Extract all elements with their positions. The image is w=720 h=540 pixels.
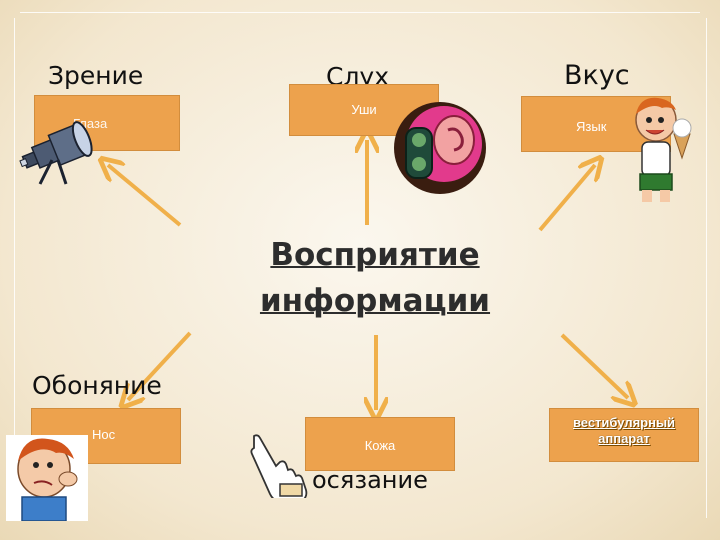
organ-box-vestibular: вестибулярный аппарат	[549, 408, 699, 462]
organ-label-ears: Уши	[351, 102, 377, 117]
organ-label-skin: Кожа	[364, 438, 396, 453]
organ-label-tongue: Язык	[576, 119, 607, 134]
frame-line-right	[706, 18, 707, 518]
boy-ice-cream-icon	[635, 97, 692, 202]
organ-label-vestibular: вестибулярный аппарат	[572, 415, 676, 446]
arrow-to-smell	[128, 331, 192, 400]
organ-label-nose: Нос	[92, 427, 116, 442]
arrow-to-vision	[108, 165, 182, 227]
frame-line-top	[20, 12, 700, 13]
center-title-line2: информации	[259, 283, 491, 319]
sense-title-vision: Зрение	[48, 61, 144, 90]
arrow-to-balance	[560, 333, 628, 398]
frame-line-left	[14, 18, 15, 518]
arrow-to-taste	[538, 165, 595, 232]
organ-box-skin: Кожа	[305, 417, 455, 471]
pointing-hand-icon	[250, 434, 308, 498]
sense-title-smell: Обоняние	[32, 371, 162, 400]
sense-title-touch: осязание	[312, 466, 428, 494]
center-title: Восприятие информации	[240, 232, 510, 324]
boy-smelling-icon	[6, 435, 88, 521]
telescope-icon	[19, 121, 93, 185]
ear-phone-icon	[394, 102, 486, 194]
sense-title-taste: Вкус	[564, 60, 630, 91]
center-title-line1: Восприятие	[270, 237, 480, 273]
